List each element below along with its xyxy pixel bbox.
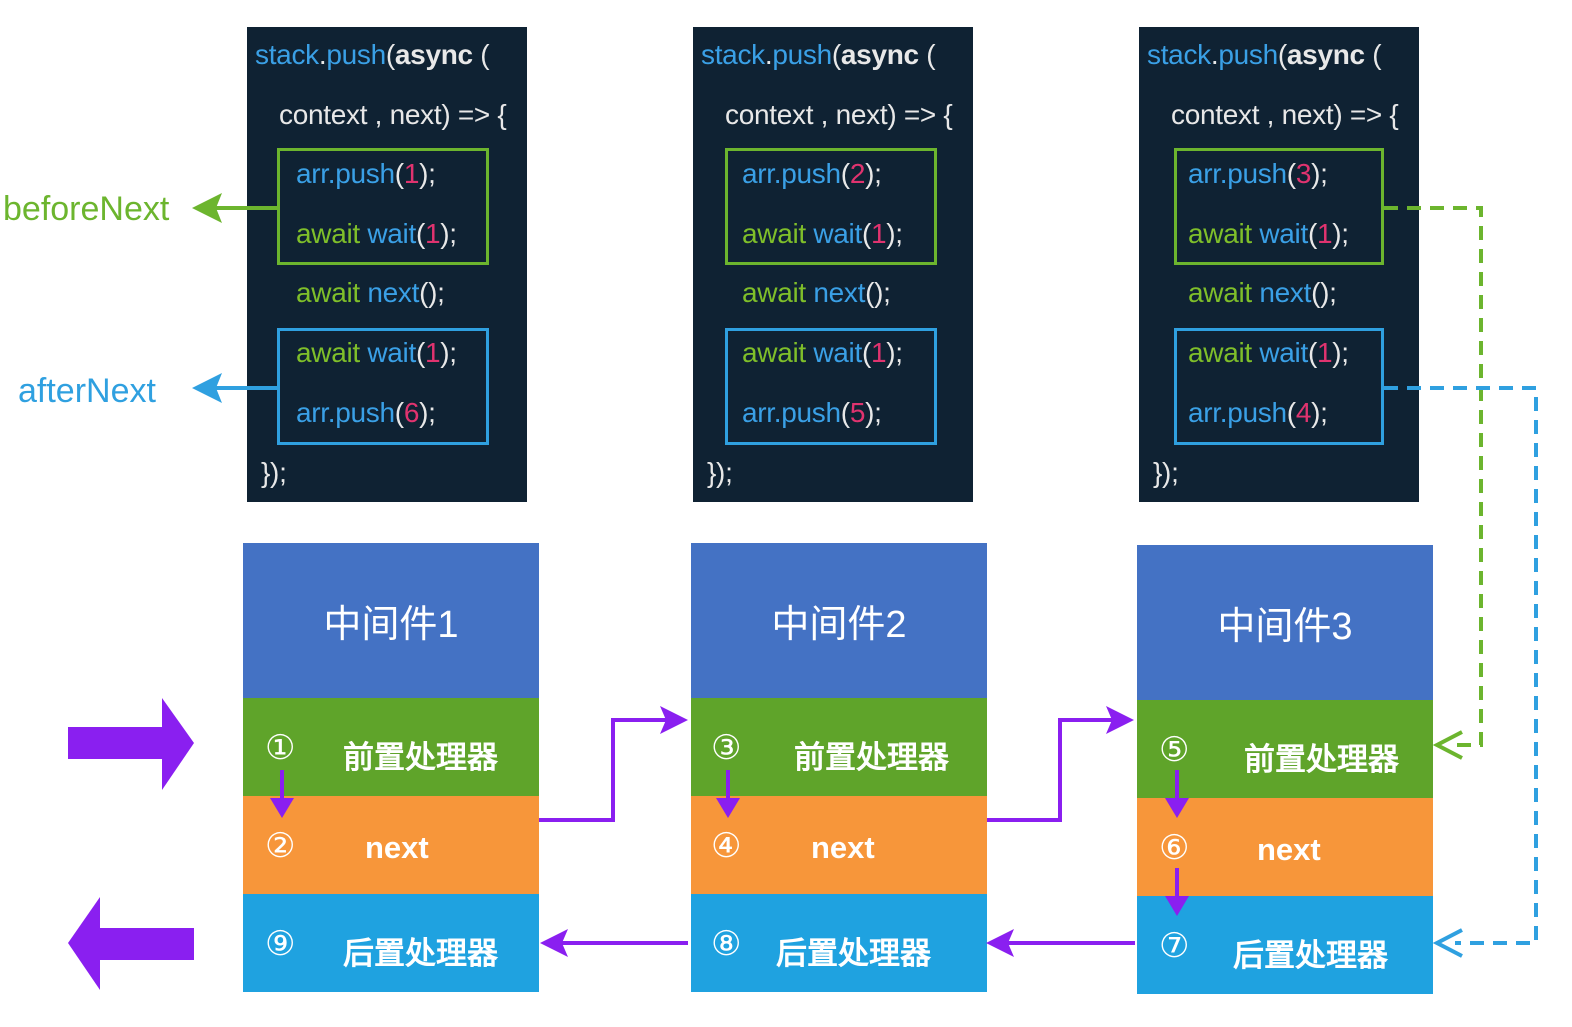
code-line-params: context , next) => {	[279, 99, 507, 130]
next-connector-arrow	[539, 706, 688, 822]
next-step: ② next	[243, 796, 539, 894]
code-line-end: });	[1153, 457, 1179, 488]
before-next-box	[1174, 148, 1384, 265]
middleware-1: 中间件1 ① 前置处理器 ② next ⑨ 后置处理器	[243, 543, 539, 993]
code-line-arr-push-first: arr.push(1);	[296, 158, 436, 189]
code-block-1: stack.push(async ( context , next) => { …	[247, 27, 527, 502]
down-arrow-icon	[716, 770, 740, 818]
before-next-dashed-arrow	[1384, 206, 1483, 760]
code-block-3: stack.push(async ( context , next) => { …	[1139, 27, 1419, 502]
code-line-await-next: await next();	[1188, 277, 1337, 308]
step-number: ③	[711, 728, 742, 768]
down-arrow-icon	[270, 770, 294, 818]
pre-processor: ⑤ 前置处理器	[1137, 700, 1433, 798]
post-processor: ⑨ 后置处理器	[243, 894, 539, 992]
code-line-stack-push: stack.push(async (	[1147, 39, 1382, 70]
middleware-title: 中间件2	[691, 543, 987, 698]
next-step: ④ next	[691, 796, 987, 894]
code-line-arr-push-last: arr.push(6);	[296, 397, 436, 428]
post-processor-label: 后置处理器	[1233, 938, 1388, 973]
output-arrow-icon	[68, 897, 194, 990]
step-number: ⑧	[711, 924, 742, 964]
middleware-title: 中间件3	[1137, 545, 1433, 700]
code-line-await-wait: await wait(1);	[296, 218, 457, 249]
before-next-box	[277, 148, 489, 265]
code-line-params: context , next) => {	[725, 99, 953, 130]
code-block-2: stack.push(async ( context , next) => { …	[693, 27, 973, 502]
code-line-await-wait-2: await wait(1);	[296, 337, 457, 368]
code-line-arr-push-last: arr.push(5);	[742, 397, 882, 428]
after-next-arrow	[192, 373, 278, 403]
code-line-stack-push: stack.push(async (	[701, 39, 936, 70]
code-line-end: });	[261, 457, 287, 488]
down-arrow-icon	[1165, 770, 1189, 818]
post-processor: ⑦ 后置处理器	[1137, 896, 1433, 994]
code-line-arr-push-first: arr.push(3);	[1188, 158, 1328, 189]
step-number: ⑦	[1159, 926, 1190, 966]
down-arrow-icon	[1165, 868, 1189, 916]
middleware-title: 中间件1	[243, 543, 539, 698]
return-connector-arrow	[986, 929, 1135, 957]
next-step: ⑥ next	[1137, 798, 1433, 896]
after-next-dashed-arrow	[1384, 386, 1538, 958]
return-connector-arrow	[540, 929, 688, 957]
post-processor-label: 后置处理器	[343, 936, 498, 971]
step-number: ⑥	[1159, 828, 1190, 868]
post-processor: ⑧ 后置处理器	[691, 894, 987, 992]
next-label: next	[365, 830, 429, 865]
code-line-arr-push-first: arr.push(2);	[742, 158, 882, 189]
input-arrow-icon	[68, 698, 194, 790]
code-line-await-wait-2: await wait(1);	[742, 337, 903, 368]
step-number: ②	[265, 826, 296, 866]
middleware-3: 中间件3 ⑤ 前置处理器 ⑥ next ⑦ 后置处理器	[1137, 545, 1433, 994]
step-number: ④	[711, 826, 742, 866]
before-next-arrow	[192, 193, 278, 223]
code-line-await-next: await next();	[742, 277, 891, 308]
code-line-stack-push: stack.push(async (	[255, 39, 490, 70]
pre-processor-label: 前置处理器	[794, 740, 949, 775]
pre-processor: ① 前置处理器	[243, 698, 539, 796]
step-number: ①	[265, 728, 296, 768]
after-next-box	[725, 328, 937, 445]
after-next-box	[277, 328, 489, 445]
next-connector-arrow	[987, 706, 1134, 822]
after-next-label: afterNext	[18, 372, 156, 410]
middleware-2: 中间件2 ③ 前置处理器 ④ next ⑧ 后置处理器	[691, 543, 987, 993]
code-line-arr-push-last: arr.push(4);	[1188, 397, 1328, 428]
post-processor-label: 后置处理器	[776, 936, 931, 971]
next-label: next	[811, 830, 875, 865]
before-next-label: beforeNext	[3, 190, 170, 228]
code-line-end: });	[707, 457, 733, 488]
next-label: next	[1257, 832, 1321, 867]
code-line-await-wait: await wait(1);	[742, 218, 903, 249]
after-next-box	[1174, 328, 1384, 445]
step-number: ⑨	[265, 924, 296, 964]
pre-processor: ③ 前置处理器	[691, 698, 987, 796]
pre-processor-label: 前置处理器	[1244, 742, 1399, 777]
code-line-await-wait-2: await wait(1);	[1188, 337, 1349, 368]
code-line-await-wait: await wait(1);	[1188, 218, 1349, 249]
code-line-await-next: await next();	[296, 277, 445, 308]
pre-processor-label: 前置处理器	[343, 740, 498, 775]
step-number: ⑤	[1159, 730, 1190, 770]
before-next-box	[725, 148, 937, 265]
code-line-params: context , next) => {	[1171, 99, 1399, 130]
